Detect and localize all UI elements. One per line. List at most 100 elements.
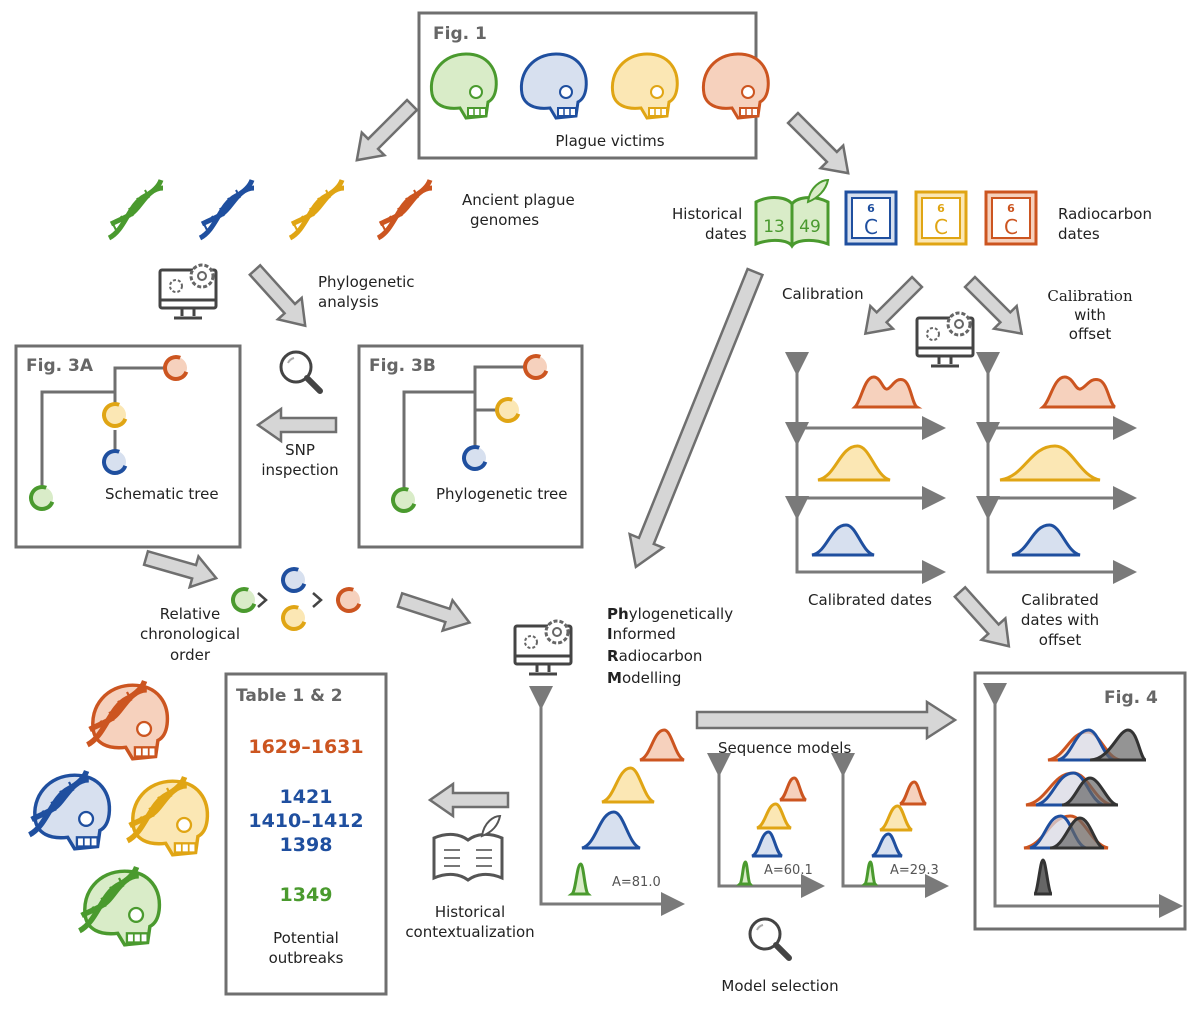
model-a2-curve-yellow [756,802,792,830]
offset-curve-blue [1011,523,1081,557]
dna-icon-blue [200,180,254,238]
carbon-tile-icon-yellow: 6 C [914,190,968,246]
prm-line1: Phylogenetically [607,604,733,624]
table-year-blue: 1398 [279,834,333,856]
historical-dates-line1: Historical [672,205,743,223]
tree-node-blue [462,445,488,471]
arrow-order-to-prm [396,591,472,633]
model-selection-label: Model selection [721,977,839,995]
agreement-a2: A=60.1 [764,863,813,878]
sequence-models-label: Sequence models [718,739,852,757]
prm-rest: adiocarbon [618,647,703,665]
table-footer-line1: Potential [273,929,339,947]
model-a2-curve-blue [751,830,783,858]
fig4-curve-dark [1089,728,1147,762]
calibrated-offset-line2: dates with [1020,611,1100,629]
book-year-left: 13 [763,217,785,237]
calibration-offset-line2: with [1074,306,1106,324]
table-title: Table 1 & 2 [236,686,343,706]
axes-model-a1 [529,686,685,916]
calibration-offset-line3: offset [1068,325,1112,343]
prm-initial: I [607,625,613,643]
fig4-curve-dark [1049,816,1105,850]
computer-icon-phylo [158,263,218,320]
magnifier-icon-model-selection [750,919,789,958]
axes-fig4 [983,683,1183,918]
dna-icon-yellow [290,180,344,238]
arrow-snp [255,406,338,444]
fig4-curve-dark [1032,858,1054,896]
snp-line1: SNP [285,441,315,459]
model-a2-curve-green [736,860,754,886]
book-lines [444,849,492,867]
calibration-label: Calibration [782,285,864,303]
calibrated-offset-line3: offset [1038,631,1082,649]
fig3b-title: Fig. 3B [369,356,436,376]
axes-model-a2 [707,753,825,898]
relative-order-line2: chronological [139,625,241,643]
relative-order-line1: Relative [159,605,221,623]
agreement-a1: A=81.0 [612,875,661,890]
offset-curve-orange [1038,375,1117,409]
fig4-title: Fig. 4 [1104,688,1158,708]
fig1-title: Fig. 1 [433,24,487,44]
carbon-symbol: C [864,215,878,239]
snp-line2: inspection [261,461,339,479]
table-year-blue: 1421 [279,786,333,808]
carbon-symbol: C [934,215,948,239]
historical-context-line1: Historical [434,903,506,921]
greater-than-symbol [257,592,268,608]
table-year-orange: 1629–1631 [248,736,364,758]
fig3a-box [14,344,242,549]
fig4-curve-dark [1061,776,1119,807]
genomes-label-line2: genomes [470,211,540,229]
calibration-offset-line1: Calibration [1047,287,1133,305]
plague-victims-label: Plague victims [555,132,665,150]
book-icon [432,832,504,882]
calibrated-curve-yellow [817,444,891,482]
computer-icon-prm [513,619,573,676]
arrow-fig1-to-dates [786,111,850,175]
tree-node-orange [163,355,189,381]
calibrated-dates-label: Calibrated dates [808,591,932,609]
tree-node-orange [523,354,549,380]
calibrated-curve-orange [851,375,923,409]
relative-order-line3: order [170,646,210,664]
carbon-number: 6 [937,202,945,215]
prm-initial: Ph [607,605,629,623]
phylo-analysis-line2: analysis [318,293,379,311]
book-icon: 13 49 [754,178,830,249]
table-year-blue: 1410–1412 [248,810,364,832]
historical-context-line2: contextualization [405,923,535,941]
prm-line4: Modelling [607,668,681,688]
model-a1-curve-yellow [601,766,655,804]
model-a1-curve-blue [581,810,641,850]
prm-initial: M [607,669,622,687]
offset-curve-yellow [999,444,1101,482]
prm-rest: nformed [612,625,676,643]
table-footer-line2: outbreaks [268,949,344,967]
quill-icon [480,814,502,838]
model-a1-curve-green [567,862,592,896]
arrow-to-historical [427,781,510,819]
axes-calibrated-3 [785,496,946,584]
computer-icon-calibration [915,311,975,368]
axes-offset-3 [976,496,1137,584]
arrow-tree-to-order [142,549,219,590]
carbon-tile-icon-blue: 6 C [844,190,898,246]
carbon-tile-icon-orange: 6 C [984,190,1038,246]
prm-initial: R [607,647,619,665]
agreement-a3: A=29.3 [890,863,939,878]
calibrated-curve-blue [811,523,875,557]
model-a1-curve-orange [639,728,685,762]
greater-than-symbol [312,592,323,608]
carbon-symbol: C [1004,215,1018,239]
carbon-number: 6 [1007,202,1015,215]
model-a3-curve-blue [871,832,903,858]
tree-node-green [391,487,417,513]
tree-node-green [231,587,257,613]
arrow-to-phylo [248,263,307,328]
arrow-dates-to-prm [628,267,765,569]
model-a3-curve-orange [899,780,927,806]
